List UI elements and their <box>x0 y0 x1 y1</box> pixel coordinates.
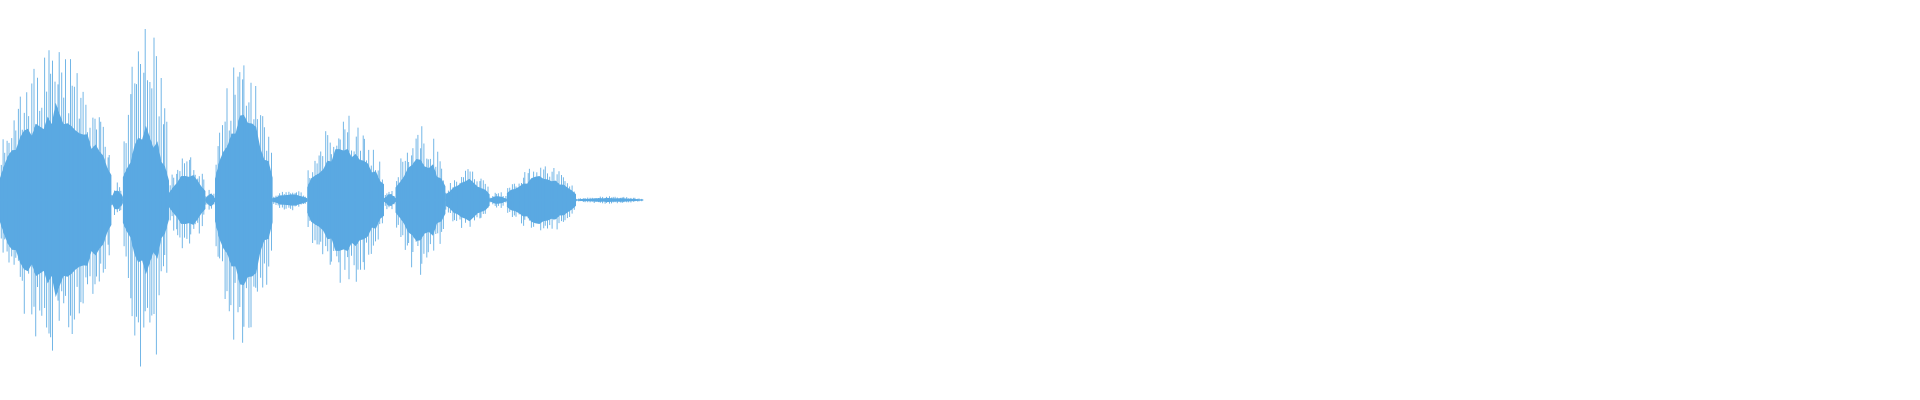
waveform-panel <box>0 29 644 367</box>
audio-waveform <box>0 29 644 367</box>
